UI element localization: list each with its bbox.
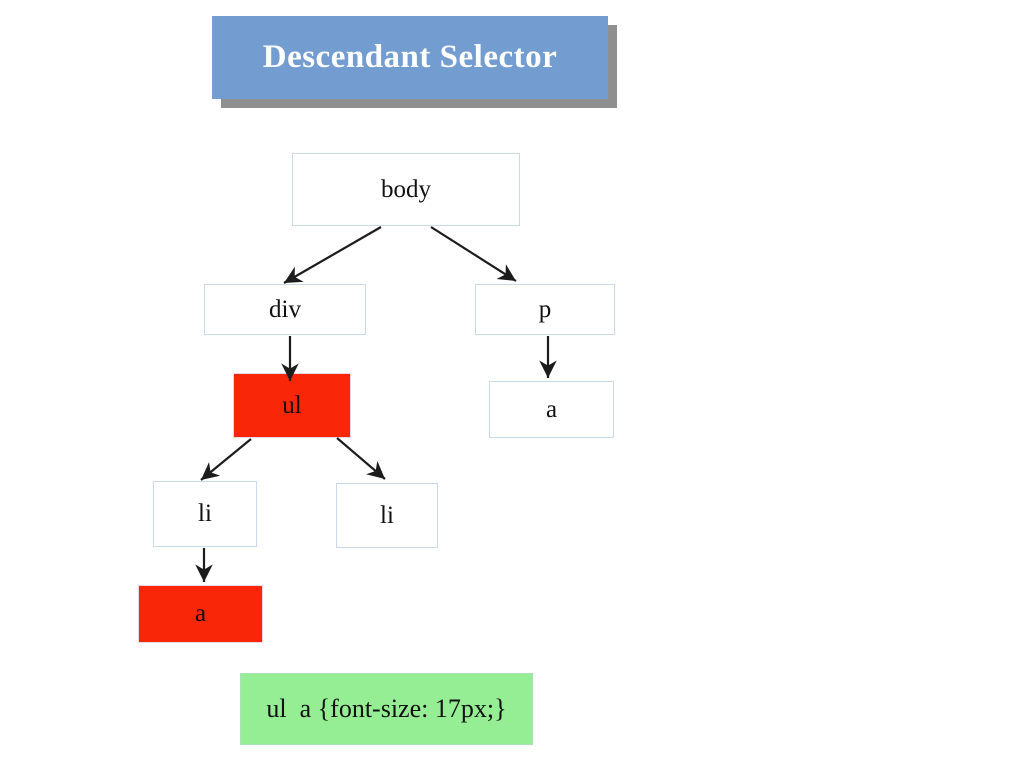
tree-node-a-under-li-highlighted: a — [138, 585, 263, 643]
edge-ul-li-second — [336, 437, 386, 480]
edge-ul-li-first — [200, 438, 252, 481]
css-rule-text: ul a {font-size: 17px;} — [266, 694, 507, 723]
tree-node-li-second: li — [336, 483, 438, 548]
edge-body-p — [430, 226, 517, 282]
tree-node-li-first: li — [153, 481, 257, 547]
tree-node-body: body — [292, 153, 520, 226]
css-rule-box: ul a {font-size: 17px;} — [240, 673, 533, 745]
tree-node-p: p — [475, 284, 615, 335]
slide-title-text: Descendant Selector — [262, 39, 558, 75]
tree-node-ul-highlighted: ul — [233, 373, 351, 438]
tree-node-a-under-p: a — [489, 381, 614, 438]
slide-title: Descendant Selector — [212, 16, 608, 99]
edge-body-div — [283, 226, 382, 284]
tree-node-div: div — [204, 284, 366, 335]
